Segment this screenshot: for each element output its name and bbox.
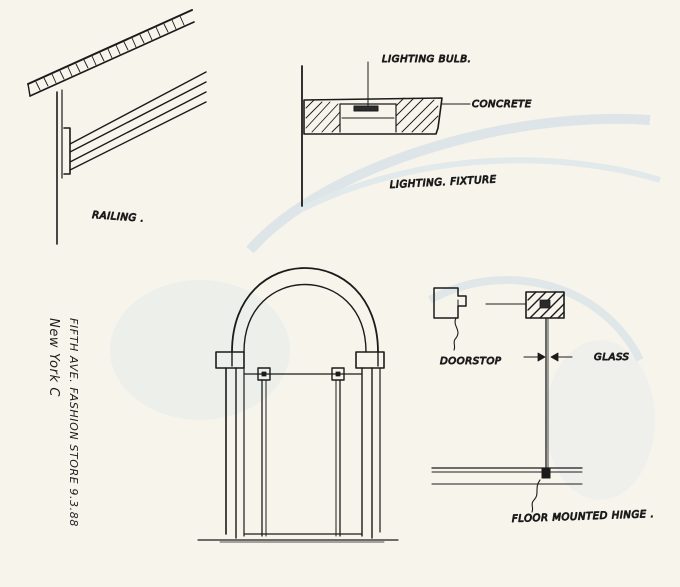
bleed-through-marks [110,113,661,500]
handwritten-note: FIFTH AVE. FASHION STORE 9.3.88 New York… [46,318,80,527]
label-railing: RAILING . [92,210,145,225]
arched-doorway-sketch [197,267,399,543]
label-lighting-fixture: LIGHTING. FIXTURE [390,174,497,191]
label-floor-hinge: FLOOR MOUNTED HINGE . [512,509,655,525]
note-line-2: New York C [46,318,61,397]
railing-sketch: RAILING . [27,9,207,245]
door-detail-sketch: DOORSTOP GLASS FLOOR MOUNTED HINGE . [431,287,655,525]
label-glass: GLASS [594,352,630,363]
note-line-1: FIFTH AVE. FASHION STORE 9.3.88 [67,318,80,527]
label-lighting-bulb: LIGHTING BULB. [382,54,471,65]
label-concrete: CONCRETE [472,99,532,110]
label-door-stop: DOORSTOP [440,356,502,367]
